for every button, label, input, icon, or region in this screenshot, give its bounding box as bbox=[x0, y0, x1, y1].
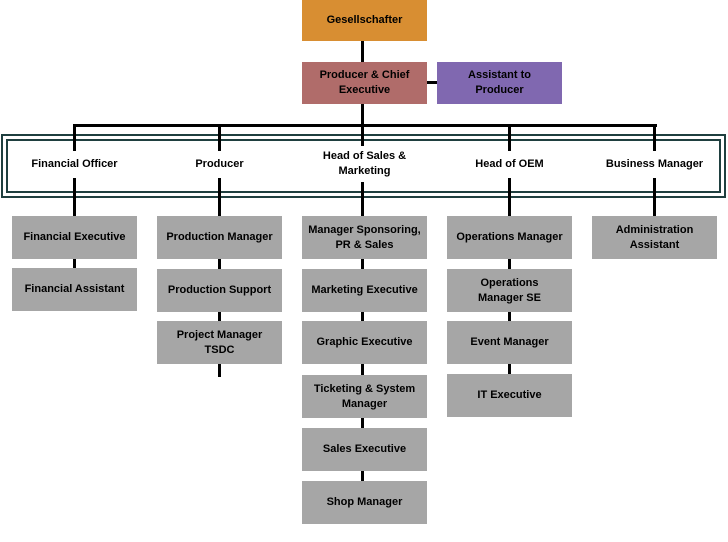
department-financial-officer: Financial Officer bbox=[12, 151, 137, 177]
department-head-of-sales: Head of Sales & Marketing bbox=[302, 146, 427, 182]
connector-line bbox=[427, 81, 439, 84]
node-label: Shop Manager bbox=[326, 496, 403, 508]
node-label: Business Manager bbox=[605, 157, 704, 170]
department-head-of-oem: Head of OEM bbox=[447, 151, 572, 177]
node-label: Ticketing & System Manager bbox=[313, 382, 416, 410]
production-manager-box: Production Manager bbox=[157, 216, 282, 259]
node-label: Operations Manager SE bbox=[478, 276, 541, 304]
node-label: Financial Executive bbox=[23, 231, 126, 243]
connector-line bbox=[653, 178, 656, 218]
connector-line bbox=[73, 178, 76, 218]
department-business-manager: Business Manager bbox=[592, 151, 717, 177]
node-label: Producer bbox=[195, 157, 244, 170]
operations-manager-se-box: Operations Manager SE bbox=[447, 269, 572, 312]
production-support-box: Production Support bbox=[157, 269, 282, 312]
marketing-executive-box: Marketing Executive bbox=[302, 269, 427, 312]
node-label: Head of Sales & Marketing bbox=[322, 150, 407, 177]
node-label: Project Manager TSDC bbox=[176, 328, 263, 356]
node-label: IT Executive bbox=[477, 389, 542, 401]
connector-line bbox=[361, 182, 364, 218]
it-executive-box: IT Executive bbox=[447, 374, 572, 417]
connector-line bbox=[218, 124, 221, 152]
node-label: Producer & Chief Executive bbox=[319, 69, 410, 96]
node-label: Production Manager bbox=[166, 231, 273, 243]
connector-line bbox=[361, 124, 364, 146]
ceo-box: Producer & Chief Executive bbox=[302, 62, 427, 104]
shop-manager-box: Shop Manager bbox=[302, 481, 427, 524]
connector-line bbox=[508, 124, 511, 152]
node-label: Financial Assistant bbox=[24, 283, 125, 295]
connector-line bbox=[218, 363, 221, 377]
gesellschafter-box: Gesellschafter bbox=[302, 0, 427, 41]
manager-sponsoring-box: Manager Sponsoring, PR & Sales bbox=[302, 216, 427, 259]
sales-executive-box: Sales Executive bbox=[302, 428, 427, 471]
node-label: Marketing Executive bbox=[311, 284, 418, 296]
node-label: Financial Officer bbox=[31, 157, 118, 170]
project-manager-tsdc-box: Project Manager TSDC bbox=[157, 321, 282, 364]
assistant-box: Assistant to Producer bbox=[437, 62, 562, 104]
node-label: Head of OEM bbox=[475, 157, 544, 170]
ticketing-system-manager-box: Ticketing & System Manager bbox=[302, 375, 427, 418]
department-producer: Producer bbox=[157, 151, 282, 177]
node-label: Production Support bbox=[167, 284, 272, 296]
node-label: Sales Executive bbox=[322, 443, 407, 455]
node-label: Event Manager bbox=[470, 336, 549, 348]
node-label: Assistant to Producer bbox=[468, 69, 531, 96]
node-label: Administration Assistant bbox=[615, 223, 694, 251]
connector-line bbox=[361, 40, 364, 64]
financial-assistant-box: Financial Assistant bbox=[12, 268, 137, 311]
connector-line bbox=[361, 104, 364, 126]
connector-line bbox=[218, 178, 221, 218]
operations-manager-box: Operations Manager bbox=[447, 216, 572, 259]
administration-assistant-box: Administration Assistant bbox=[592, 216, 717, 259]
node-label: Manager Sponsoring, PR & Sales bbox=[308, 223, 421, 251]
node-label: Graphic Executive bbox=[316, 336, 413, 348]
event-manager-box: Event Manager bbox=[447, 321, 572, 364]
connector-line bbox=[73, 124, 76, 152]
node-label: Gesellschafter bbox=[326, 14, 403, 26]
connector-line bbox=[508, 178, 511, 218]
connector-line bbox=[73, 124, 657, 127]
node-label: Operations Manager bbox=[456, 231, 563, 243]
connector-line bbox=[653, 124, 656, 152]
financial-executive-box: Financial Executive bbox=[12, 216, 137, 259]
graphic-executive-box: Graphic Executive bbox=[302, 321, 427, 364]
